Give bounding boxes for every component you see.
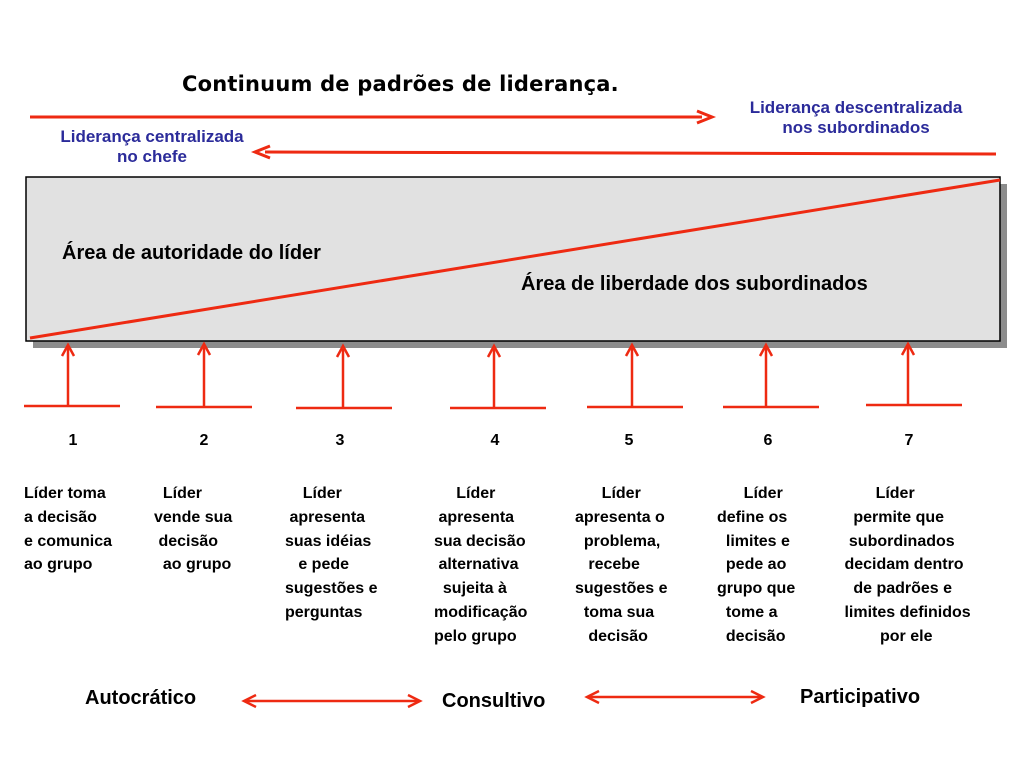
stage-description-7: Líder permite que subordinados decidam d…	[844, 485, 971, 645]
autocratic-label: Autocrático	[85, 687, 197, 709]
stage-description-6: Líder define os limites e pede ao grupo …	[717, 485, 796, 645]
stage-pointer-4	[450, 343, 546, 410]
stage-description-2: Líder vende sua decisão ao grupo	[154, 485, 233, 574]
stage-description-4: Líder apresenta sua decisão alternativa …	[434, 485, 528, 645]
stage-pointer-7	[866, 341, 962, 407]
stage-pointer-1	[24, 342, 120, 408]
stage-pointer-6	[723, 342, 819, 409]
stage-description-3: Líder apresenta suas idéias e pede suges…	[285, 485, 378, 621]
centralized-leadership-label: Liderança centralizada no chefe	[60, 127, 244, 166]
stage-number-7: 7	[904, 432, 914, 449]
stage-pointer-3	[296, 343, 392, 410]
stage-pointer-5	[587, 342, 683, 409]
centralization-arrowhead	[250, 144, 271, 160]
authority-diagonal	[29, 178, 1001, 340]
decentralization-arrowhead	[696, 109, 717, 125]
stage-description-1: Líder toma a decisão e comunica ao grupo	[24, 485, 113, 574]
participative-label: Participativo	[800, 686, 921, 708]
centralization-arrow	[264, 150, 997, 156]
leader-authority-area-label: Área de autoridade do líder	[62, 242, 321, 264]
stage-number-2: 2	[199, 432, 209, 449]
diagram-title: Continuum de padrões de liderança.	[182, 72, 619, 96]
stage-description-5: Líder apresenta o problema, recebe suges…	[575, 485, 668, 645]
stage-number-6: 6	[763, 432, 773, 449]
stage-number-3: 3	[335, 432, 345, 449]
subordinate-freedom-area-label: Área de liberdade dos subordinados	[521, 273, 868, 295]
consultive-participative-arrow	[584, 689, 766, 705]
stage-pointer-2	[156, 341, 252, 409]
stage-number-1: 1	[68, 432, 78, 449]
stage-number-5: 5	[624, 432, 634, 449]
consultive-label: Consultivo	[442, 690, 546, 712]
decentralized-leadership-label: Liderança descentralizada nos subordinad…	[749, 98, 963, 137]
stage-number-4: 4	[490, 432, 500, 449]
autocratic-consultive-arrow	[241, 693, 423, 709]
